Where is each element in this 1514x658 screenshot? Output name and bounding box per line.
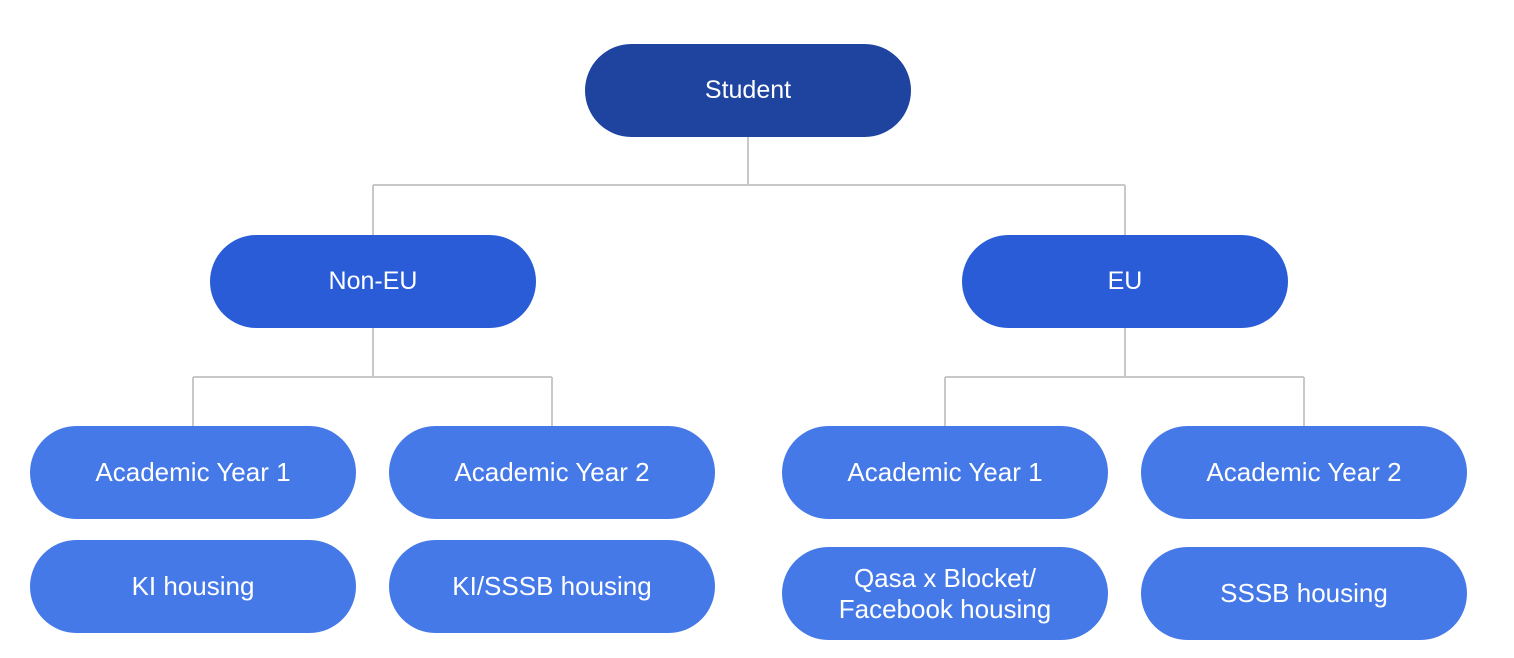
non-eu-year-2-housing-node: KI/SSSB housing	[389, 540, 715, 633]
non-eu-year-2-node: Academic Year 2	[389, 426, 715, 519]
non-eu-year-2-housing-label: KI/SSSB housing	[452, 571, 652, 601]
non-eu-year-1-label: Academic Year 1	[95, 457, 291, 487]
eu-year-1-housing-node: Qasa x Blocket/ Facebook housing	[782, 547, 1108, 640]
non-eu-node: Non-EU	[210, 235, 536, 328]
eu-year-2-housing-node: SSSB housing	[1141, 547, 1467, 640]
eu-year-2-node: Academic Year 2	[1141, 426, 1467, 519]
connector-non-eu-to-years	[192, 328, 553, 426]
non-eu-year-1-housing-node: KI housing	[30, 540, 356, 633]
eu-label: EU	[1107, 267, 1143, 295]
non-eu-label: Non-EU	[328, 267, 418, 295]
eu-year-1-label: Academic Year 1	[847, 457, 1043, 487]
student-label: Student	[704, 76, 792, 104]
non-eu-year-1-node: Academic Year 1	[30, 426, 356, 519]
eu-year-1-node: Academic Year 1	[782, 426, 1108, 519]
eu-year-2-label: Academic Year 2	[1206, 457, 1402, 487]
non-eu-year-1-housing-label: KI housing	[131, 571, 255, 601]
non-eu-year-2-label: Academic Year 2	[454, 457, 650, 487]
eu-year-2-housing-label: SSSB housing	[1220, 578, 1388, 608]
eu-year-1-housing-label: Qasa x Blocket/ Facebook housing	[838, 562, 1052, 624]
connector-root-to-groups	[372, 137, 1126, 235]
student-node: Student	[585, 44, 911, 137]
eu-node: EU	[962, 235, 1288, 328]
connector-eu-to-years	[944, 328, 1305, 426]
